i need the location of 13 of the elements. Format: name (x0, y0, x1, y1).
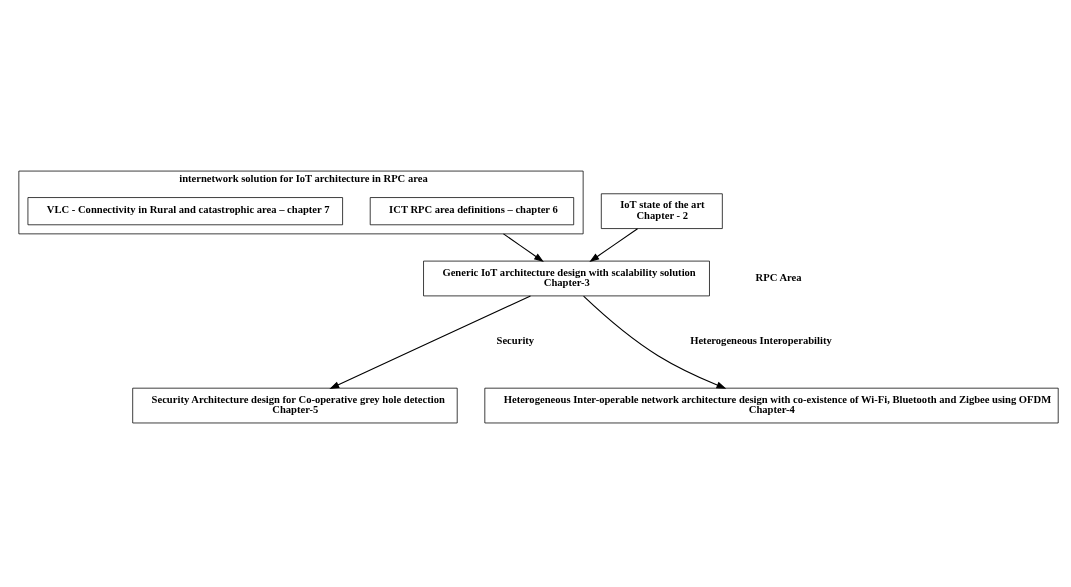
node-box: ICT RPC area definitions – chapter 6 (369, 196, 575, 225)
arrow (583, 295, 727, 389)
label: Heterogeneous Interoperability (690, 334, 832, 346)
node-box: Generic IoT architecture design with scalability solution Chapter-3 (423, 260, 710, 296)
node-box: Security Architecture design for Co-operative grey hole detection Chapter-5 (132, 387, 458, 423)
node-box: IoT state of the art Chapter - 2 (600, 192, 723, 229)
arrow (589, 227, 639, 262)
label: Security (496, 334, 535, 346)
arrow (502, 232, 544, 262)
arrow (329, 294, 531, 389)
node-box: VLC - Connectivity in Rural and catastrophic area – chapter 7 (27, 196, 343, 225)
label: RPC Area (755, 271, 802, 283)
node-box: Heterogeneous Inter-operable network architecture design with co-existence of Wi-Fi, Bluetooth and Zigbee using OFDM Chapter-4 (484, 387, 1059, 423)
